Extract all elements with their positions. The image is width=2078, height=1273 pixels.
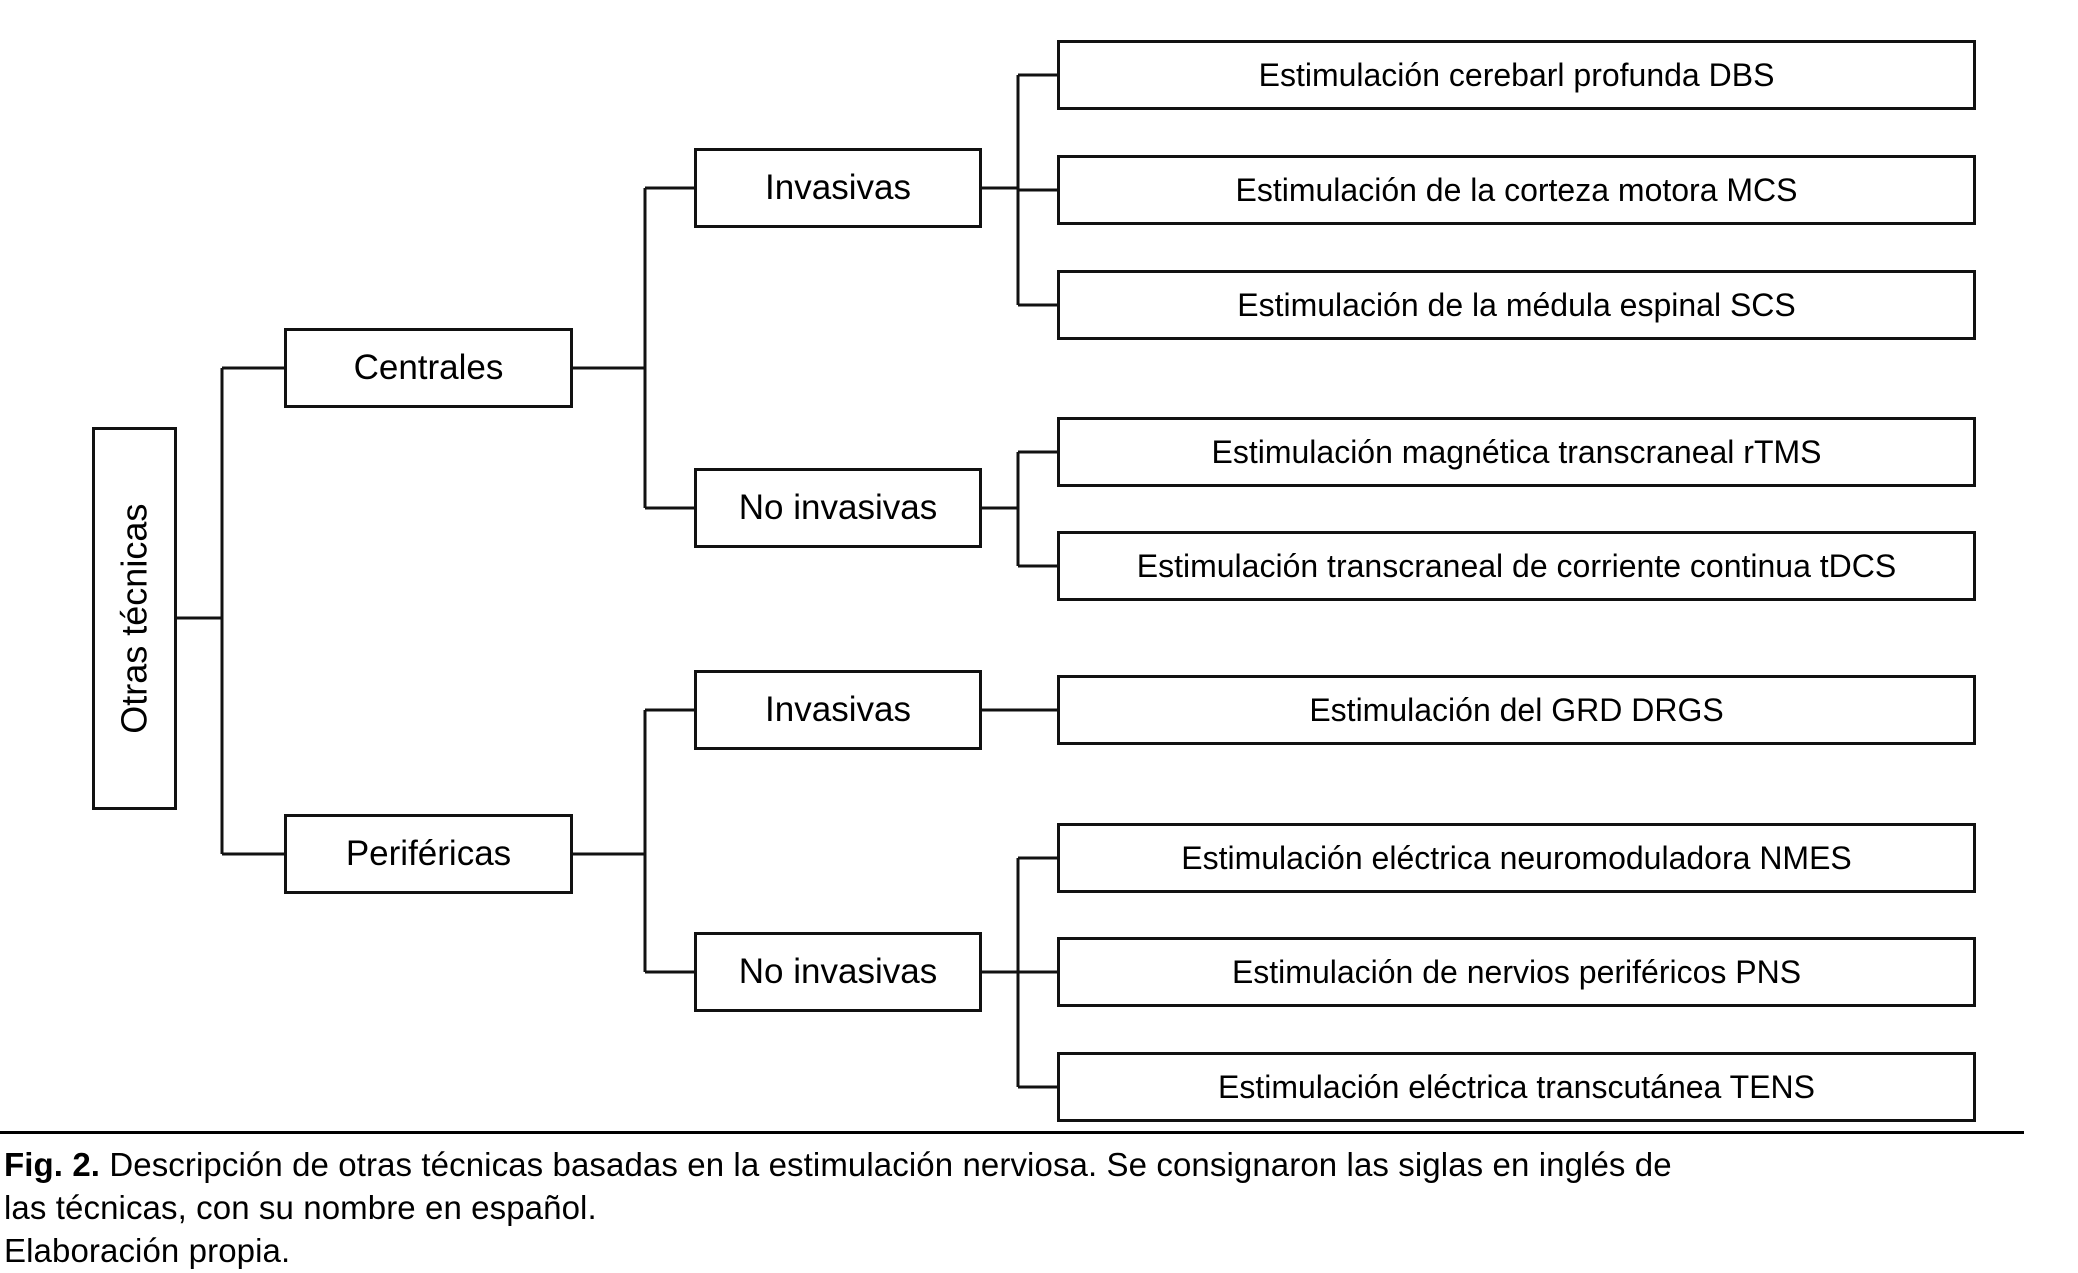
caption-divider [0,1131,2024,1134]
node-root[interactable]: Otras técnicas [92,427,177,810]
leaf-tens-label: Estimulación eléctrica transcutánea TENS [1217,1068,1815,1105]
node-centrales[interactable]: Centrales [284,328,573,408]
node-centrales-invasivas[interactable]: Invasivas [694,148,982,228]
node-root-label: Otras técnicas [113,503,155,734]
caption-line-2: las técnicas, con su nombre en español. [4,1188,597,1226]
leaf-mcs[interactable]: Estimulación de la corteza motora MCS [1057,155,1976,225]
caption-line-1: Descripción de otras técnicas basadas en… [100,1146,1672,1183]
node-centrales-label: Centrales [353,347,504,387]
leaf-dbs[interactable]: Estimulación cerebarl profunda DBS [1057,40,1976,110]
caption-line-3: Elaboración propia. [4,1231,291,1269]
leaf-nmes[interactable]: Estimulación eléctrica neuromoduladora N… [1057,823,1976,893]
leaf-tens[interactable]: Estimulación eléctrica transcutánea TENS [1057,1052,1976,1122]
node-perifericas-invasivas-label: Invasivas [765,689,911,729]
node-perifericas-no-invasivas[interactable]: No invasivas [694,932,982,1012]
leaf-mcs-label: Estimulación de la corteza motora MCS [1235,171,1798,208]
leaf-pns-label: Estimulación de nervios periféricos PNS [1231,953,1802,990]
caption-figure-number: Fig. 2. [4,1146,101,1183]
leaf-dbs-label: Estimulación cerebarl profunda DBS [1258,56,1775,93]
tree-diagram: Otras técnicas Centrales Periféricas Inv… [92,40,1976,1122]
leaf-pns[interactable]: Estimulación de nervios periféricos PNS [1057,937,1976,1007]
node-perifericas-label: Periféricas [345,833,512,873]
leaf-tdcs-label: Estimulación transcraneal de corriente c… [1136,547,1897,584]
node-centrales-no-invasivas[interactable]: No invasivas [694,468,982,548]
figure-caption: Fig. 2. Descripción de otras técnicas ba… [4,1144,2059,1273]
leaf-drgs[interactable]: Estimulación del GRD DRGS [1057,675,1976,745]
leaf-rtms-label: Estimulación magnética transcraneal rTMS [1211,433,1822,470]
leaf-tdcs[interactable]: Estimulación transcraneal de corriente c… [1057,531,1976,601]
leaf-scs[interactable]: Estimulación de la médula espinal SCS [1057,270,1976,340]
node-centrales-invasivas-label: Invasivas [765,167,911,207]
leaf-scs-label: Estimulación de la médula espinal SCS [1237,286,1796,323]
leaf-rtms[interactable]: Estimulación magnética transcraneal rTMS [1057,417,1976,487]
node-perifericas-no-invasivas-label: No invasivas [738,951,938,991]
leaf-nmes-label: Estimulación eléctrica neuromoduladora N… [1181,839,1852,876]
node-perifericas[interactable]: Periféricas [284,814,573,894]
node-perifericas-invasivas[interactable]: Invasivas [694,670,982,750]
leaf-drgs-label: Estimulación del GRD DRGS [1309,691,1724,728]
node-centrales-no-invasivas-label: No invasivas [738,487,938,527]
connector-lines [177,73,1057,1089]
